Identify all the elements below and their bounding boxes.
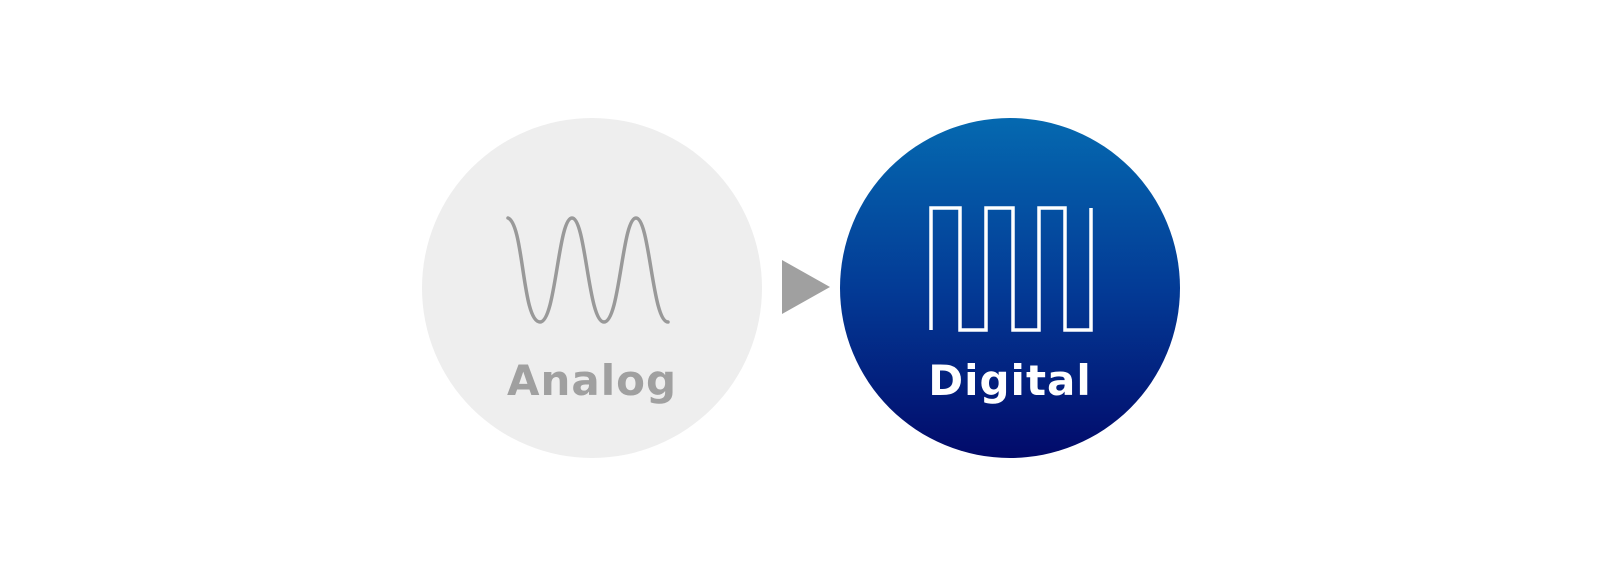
digital-label: Digital [928,356,1092,405]
analog-label: Analog [506,356,678,405]
analog-node: Analog [422,118,762,458]
digital-node: Digital [840,118,1180,458]
square-wave-icon [929,206,1093,332]
right-arrow-triangle-icon [782,260,830,314]
sine-wave-icon [506,216,670,324]
